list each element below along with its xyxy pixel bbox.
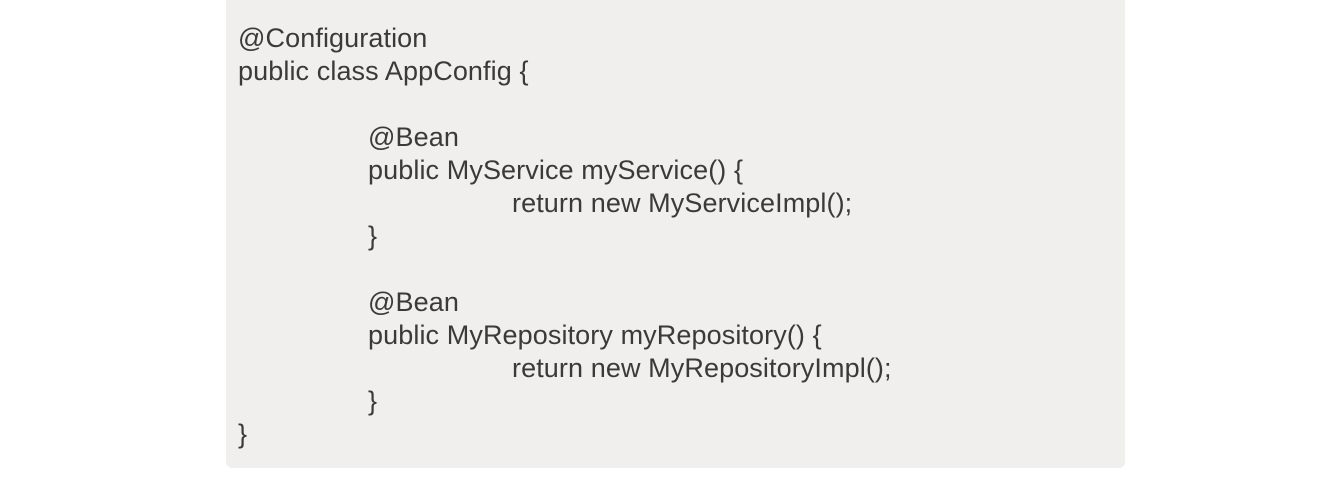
code-line: public MyService myService() { bbox=[368, 155, 744, 185]
code-line: } bbox=[368, 386, 378, 416]
code-line: public class AppConfig { bbox=[238, 56, 529, 86]
code-line: } bbox=[238, 419, 248, 449]
code-line-blank bbox=[238, 88, 1125, 121]
code-line: public MyRepository myRepository() { bbox=[368, 320, 822, 350]
code-line: @Bean bbox=[368, 287, 459, 317]
code-line: return new MyServiceImpl(); bbox=[512, 188, 853, 218]
code-line: @Bean bbox=[368, 122, 459, 152]
code-line: return new MyRepositoryImpl(); bbox=[512, 353, 892, 383]
code-line: } bbox=[368, 221, 378, 251]
code-line: @Configuration bbox=[238, 23, 428, 53]
code-line-blank bbox=[238, 253, 1125, 286]
